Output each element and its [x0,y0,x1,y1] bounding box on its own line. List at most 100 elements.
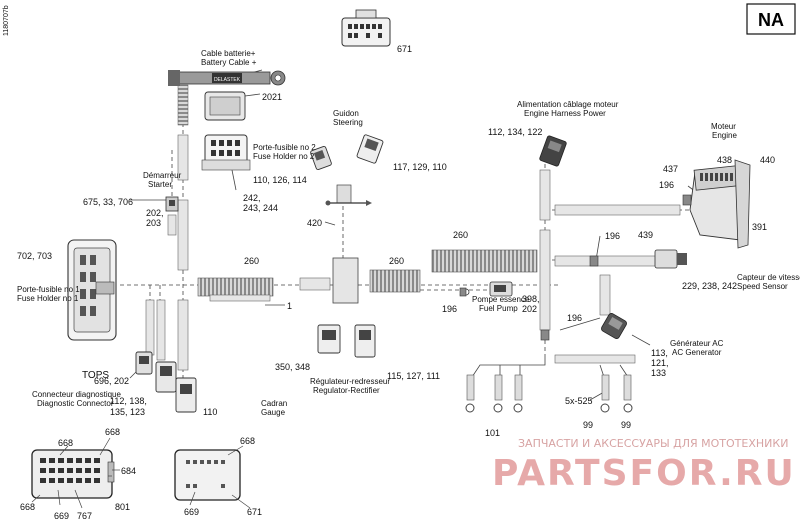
part-260-c: 260 [453,230,468,240]
part-99-b: 99 [621,420,631,430]
label-guidon-fr: Guidon [333,109,359,118]
steering-connector-left [310,145,332,171]
watermark-brand: PARTSFOR.RU [492,453,796,494]
label-speed-sensor-fr: Capteur de vitesse [737,273,800,282]
ac-generator-connector [601,313,627,339]
part-202-b: 202 [522,304,537,314]
regulator-connector-right [354,324,376,358]
part-196-b: 196 [605,231,620,241]
part-440: 440 [760,155,775,165]
label-regulator-fr: Régulateur-redresseur [310,377,390,386]
steering-junction [336,184,352,204]
label-battery-cable-fr: Cable batterie+ [201,49,256,58]
connector-face-right [174,449,241,501]
part-196-c: 196 [442,304,457,314]
connector-671-top [341,9,391,47]
part-110: 110 [203,407,217,417]
label-starter-fr: Démarreur [143,171,182,180]
label-engine-en: Engine [712,131,737,140]
region-badge: NA [746,3,796,35]
part-702-703: 702, 703 [17,251,52,261]
conduit-center [369,269,421,293]
connector-110 [175,377,197,413]
watermark-subtitle: ЗАПЧАСТИ И АКСЕССУАРЫ ДЛЯ МОТОТЕХНИКИ [518,437,788,450]
part-391: 391 [752,222,767,232]
part-420: 420 [307,218,322,228]
part-5x-525: 5x-525 [565,396,593,406]
ring-terminals [465,403,633,413]
part-669-b: 669 [184,507,199,517]
fuse-holder-2 [201,134,251,171]
label-ac-gen-en: AC Generator [672,348,722,357]
part-439: 439 [638,230,653,240]
label-fuse1-en: Fuse Holder no 1 [17,294,79,303]
label-fuel-pump-en: Fuel Pump [479,304,518,313]
label-speed-sensor-en: Speed Sensor [737,282,788,291]
diagnostic-connector [155,361,177,393]
part-243-244: 243, 244 [243,203,278,213]
label-fuse1-fr: Porte-fusible no 1 [17,285,80,294]
steering-connector-right [356,134,384,164]
part-668-a: 668 [58,438,73,448]
part-438: 438 [717,155,732,165]
label-gauge-fr: Cadran [261,399,287,408]
relay-module [204,91,246,121]
part-671-top: 671 [397,44,412,54]
part-437: 437 [663,164,678,174]
engine-connector-assembly [689,159,751,249]
battery-cable: DELASTEK [168,70,286,86]
cable-clips [459,194,692,341]
label-diag-en: Diagnostic Connector [37,399,114,408]
harness-junction [332,257,359,304]
label-battery-cable-en: Battery Cable + [201,58,257,67]
part-1: 1 [287,301,292,311]
part-669-a: 669 [54,511,69,521]
label-starter-en: Starter [148,180,172,189]
speed-sensor-connector [654,249,687,269]
part-671-b: 671 [247,507,262,517]
part-196-a: 196 [659,180,674,190]
label-ac-gen-fr: Générateur AC [670,339,724,348]
part-668-d: 668 [240,436,255,446]
regulator-connector-left [317,324,341,354]
fuel-pump-connector [462,281,513,297]
label-fuse2-fr: Porte-fusible no 2 [253,143,316,152]
part-203: 203 [146,218,161,228]
region-badge-label: NA [758,10,784,30]
part-99-a: 99 [583,420,593,430]
conduit-left [197,277,274,297]
part-229-238-242: 229, 238, 242 [682,281,737,291]
cable-tie-420 [325,200,372,206]
part-675-33-706: 675, 33, 706 [83,197,133,207]
part-242: 242, [243,193,261,203]
face-leaders [31,437,251,509]
label-gauge-en: Gauge [261,408,286,417]
harness-sleeves [145,134,681,371]
label-fuse2-en: Fuse Holder no 2 [253,152,315,161]
connector-face-left [31,449,115,499]
part-112-138: 112, 138, [110,396,147,406]
part-101: 101 [485,428,500,438]
part-350-348: 350, 348 [275,362,310,372]
document-code: 1180707b [3,5,10,36]
label-steering-en: Steering [333,118,363,127]
part-684: 684 [121,466,136,476]
tops-connector [135,351,153,375]
conduit-battery [177,84,189,126]
part-110-126-114: 110, 126, 114 [253,175,307,185]
part-260-a: 260 [244,256,259,266]
part-668-b: 668 [105,427,120,437]
part-112-134-122: 112, 134, 122 [488,127,542,137]
label-tops: TOPS [82,370,109,381]
label-regulator-en: Regulator-Rectifier [313,386,380,395]
label-fuel-pump-fr: Pompe essence [472,295,530,304]
ground-wires [466,374,632,401]
starter-connector [165,196,179,212]
part-133: 133 [651,368,666,378]
label-engine-fr: Moteur [711,122,736,131]
part-767: 767 [77,511,92,521]
part-135-123: 135, 123 [110,407,145,417]
label-diag-fr: Connecteur diagnostique [32,390,122,399]
part-202: 202, [146,208,164,218]
